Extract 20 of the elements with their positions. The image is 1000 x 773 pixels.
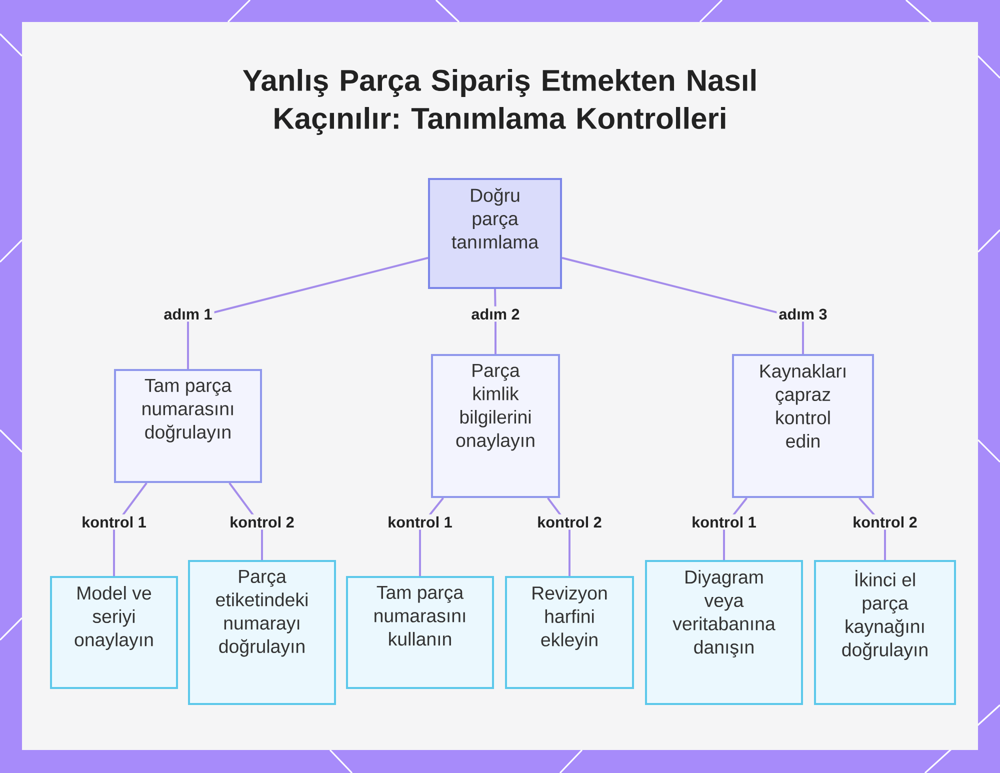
edge-label: adım 3 (776, 306, 830, 322)
edge-label: kontrol 1 (690, 514, 758, 530)
action-box: Parça etiketindeki numarayı doğrulayın (188, 560, 336, 705)
step-box: Kaynakları çapraz kontrol edin (732, 354, 874, 498)
edge-label: adım 1 (162, 306, 214, 322)
action-box: İkinci el parça kaynağını doğrulayın (814, 560, 956, 705)
edge-label: adım 2 (469, 306, 522, 322)
topic-box: Doğru parça tanımlama (428, 178, 562, 289)
action-box: Model ve seriyi onaylayın (50, 576, 178, 689)
edge-label: kontrol 2 (535, 514, 604, 530)
edge-label: kontrol 1 (80, 514, 148, 530)
action-box: Tam parça numarasını kullanın (346, 576, 494, 689)
step-box: Tam parça numarasını doğrulayın (114, 369, 262, 483)
step-box: Parça kimlik bilgilerini onaylayın (431, 354, 560, 498)
action-box: Diyagram veya veritabanına danışın (645, 560, 803, 705)
action-box: Revizyon harfini ekleyin (505, 576, 634, 689)
edge-label: kontrol 1 (386, 514, 454, 530)
title: Yanlış Parça Sipariş Etmekten Nasıl Kaçınılır: Tanımlama Kontrolleri (242, 69, 756, 135)
edge-label: kontrol 2 (228, 514, 296, 530)
edge-label: kontrol 2 (850, 514, 920, 530)
